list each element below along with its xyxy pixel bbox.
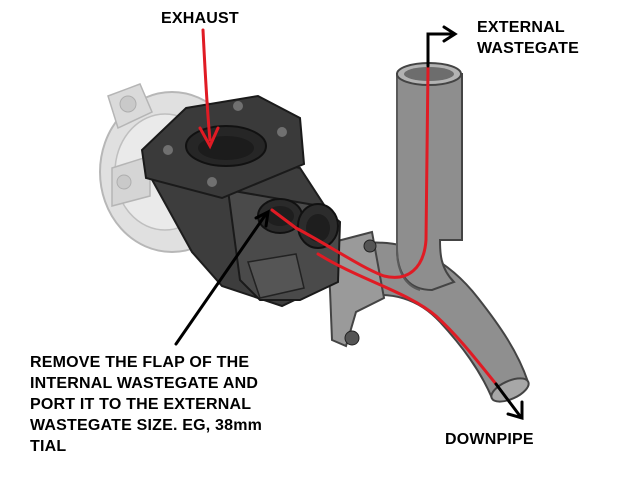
instruction-line: INTERNAL WASTEGATE AND bbox=[30, 375, 259, 392]
external-wastegate-label-line: EXTERNAL bbox=[477, 19, 565, 36]
exhaust-flow-arrow bbox=[198, 28, 220, 150]
external-wastegate-label-line: WASTEGATE bbox=[477, 40, 579, 57]
turbine-housing bbox=[140, 94, 342, 308]
wastegate-flow-arrow bbox=[270, 66, 498, 386]
external-wastegate-pipe bbox=[396, 62, 463, 292]
external-wastegate-label: EXTERNAL WASTEGATE bbox=[477, 17, 579, 59]
instruction-line: WASTEGATE SIZE. EG, 38mm bbox=[30, 417, 263, 434]
instruction-note: REMOVE THE FLAP OF THE INTERNAL WASTEGAT… bbox=[30, 352, 262, 457]
downpipe-pointer bbox=[494, 382, 524, 420]
instruction-line: TIAL bbox=[30, 438, 67, 455]
instruction-line: REMOVE THE FLAP OF THE bbox=[30, 354, 250, 371]
external-wastegate-pointer bbox=[426, 25, 458, 68]
instruction-line: PORT IT TO THE EXTERNAL bbox=[30, 396, 252, 413]
downpipe-label: DOWNPIPE bbox=[445, 431, 534, 448]
internal-wastegate-pointer bbox=[174, 209, 270, 346]
exhaust-label: EXHAUST bbox=[161, 10, 239, 27]
